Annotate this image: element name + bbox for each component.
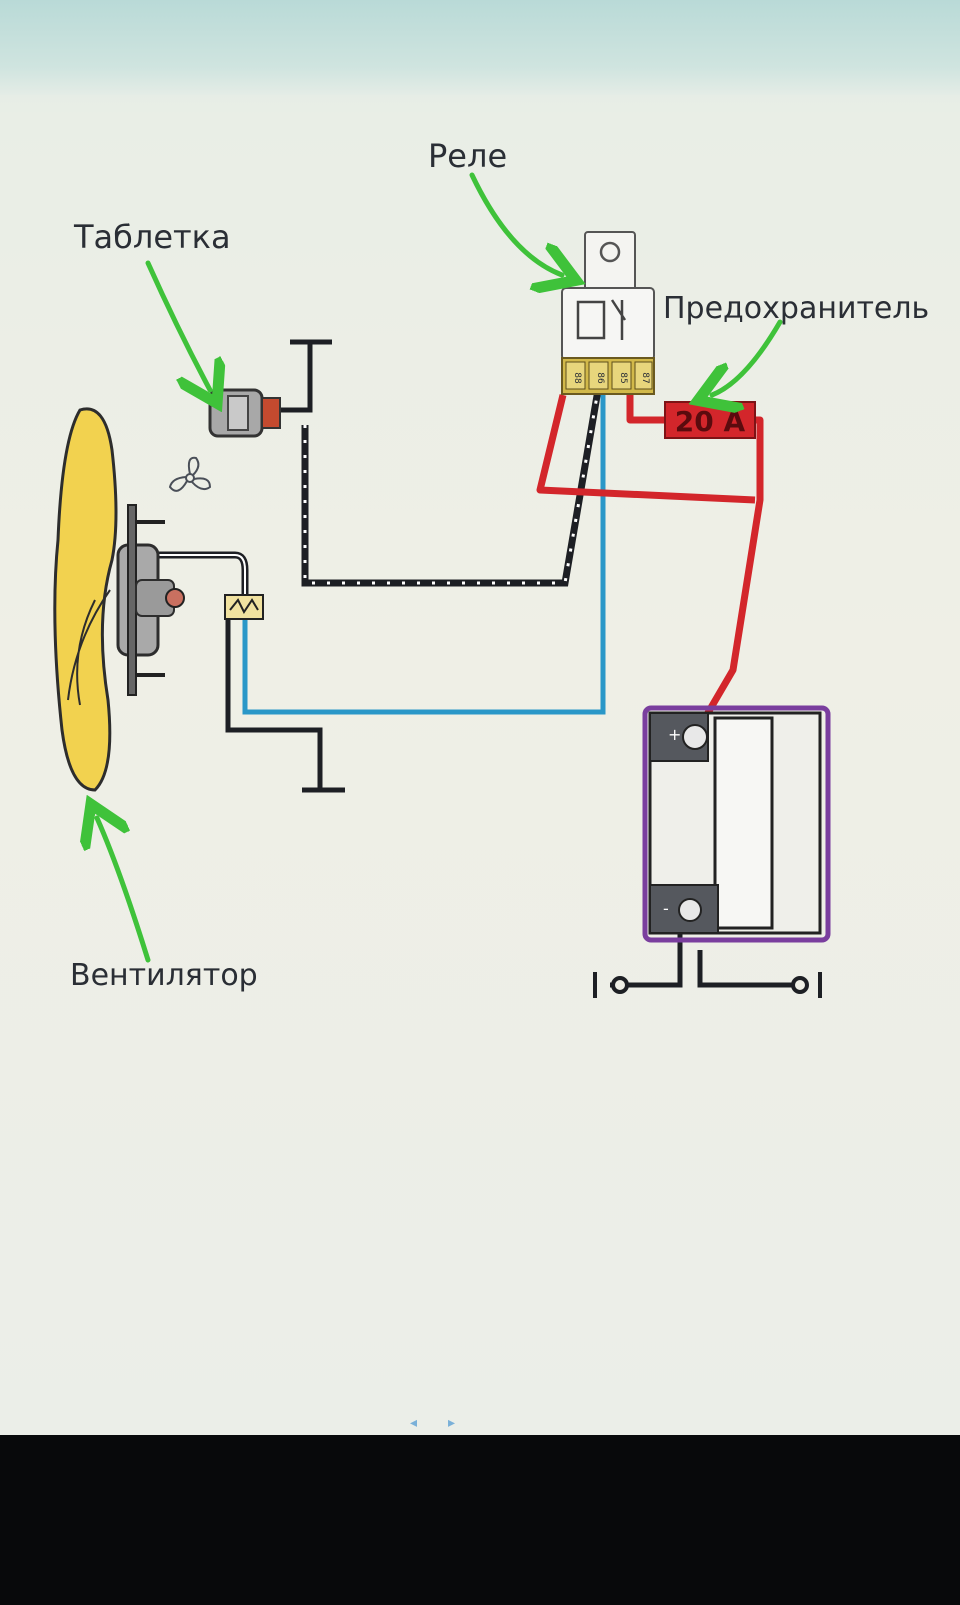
- fan-assembly: [53, 407, 264, 792]
- fan-icon: [168, 456, 212, 492]
- fan-arrow: [97, 818, 151, 963]
- annotation-arrows: [97, 172, 783, 963]
- fan-harness: [150, 551, 249, 600]
- battery-minus-terminal: -: [663, 899, 669, 918]
- relay-pin-label: 88: [572, 372, 582, 384]
- ground-wires: [225, 339, 800, 988]
- switch-label: Таблетка: [73, 218, 231, 256]
- switch-arrow: [145, 260, 210, 390]
- battery: + -: [642, 705, 831, 943]
- relay-pin-label: 87: [640, 372, 650, 383]
- fuse-rating: 20 A: [675, 405, 746, 438]
- relay-label: Реле: [428, 137, 507, 175]
- relay-arrow: [469, 172, 562, 275]
- power-wires: [536, 394, 764, 737]
- relay: 88 86 85 87: [561, 231, 655, 395]
- fan-label: Вентилятор: [70, 958, 258, 993]
- fuse-arrow: [712, 319, 783, 395]
- temperature-switch: [208, 388, 281, 438]
- bottom-bezel: [0, 1435, 960, 1605]
- relay-pin-label: 85: [618, 372, 628, 383]
- page-next-icon[interactable]: ▸: [448, 1415, 456, 1431]
- fuse-label: Предохранитель: [663, 291, 929, 326]
- relay-pin-label: 86: [595, 372, 605, 384]
- ground-terminals: [593, 972, 822, 998]
- blue-wire: [242, 395, 606, 715]
- top-band: [0, 0, 960, 95]
- battery-plus-terminal: +: [668, 725, 681, 744]
- fuse: 20 A: [664, 401, 756, 439]
- page-prev-icon[interactable]: ◂: [410, 1415, 418, 1431]
- wiring-diagram: 88 86 85 87 20 A: [53, 137, 929, 998]
- switch-signal-wire: [301, 389, 602, 587]
